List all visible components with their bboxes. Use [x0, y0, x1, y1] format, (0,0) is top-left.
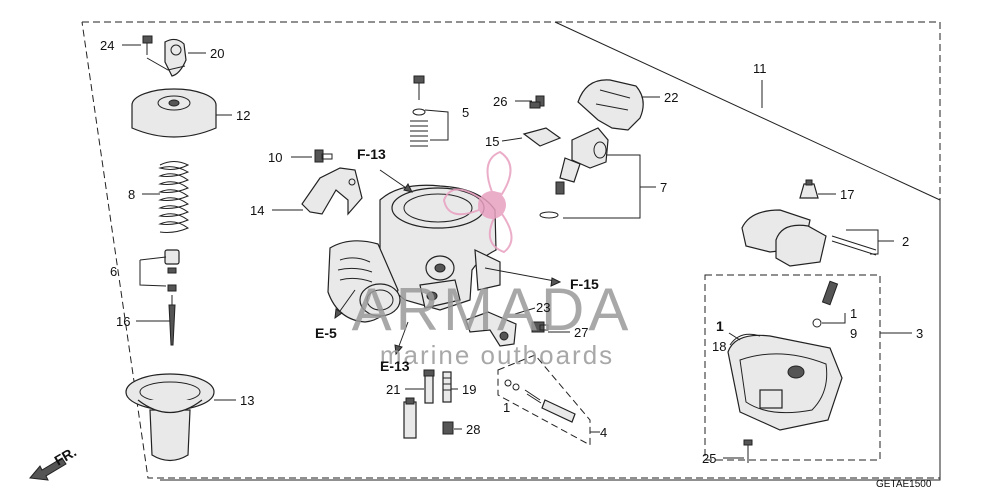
label-1-drain: 1	[850, 306, 857, 321]
watermark-tagline: marine outboards	[380, 340, 614, 370]
label-19: 19	[462, 382, 476, 397]
label-3: 3	[916, 326, 923, 341]
label-15: 15	[485, 134, 499, 149]
label-26: 26	[493, 94, 507, 109]
label-22: 22	[664, 90, 678, 105]
diagram-code: GETAE1500	[876, 479, 932, 490]
lever-23	[465, 311, 517, 347]
watermark: ARMADA marine outboards	[352, 150, 633, 370]
gasket-15	[522, 127, 562, 147]
label-8: 8	[128, 187, 135, 202]
label-27: 27	[574, 325, 588, 340]
clip-set-6	[164, 249, 180, 292]
screw-27	[531, 321, 549, 333]
assembly-frame	[81, 21, 941, 479]
valve-17	[799, 179, 819, 199]
label-17: 17	[840, 187, 854, 202]
label-1-chamber: 1	[716, 318, 724, 334]
label-13: 13	[240, 393, 254, 408]
label-18: 18	[712, 339, 726, 354]
pilot-screw-set-4	[504, 379, 576, 423]
emulsion-tube	[403, 397, 417, 439]
label-9: 9	[850, 326, 857, 341]
label-10: 10	[268, 150, 282, 165]
label-6: 6	[110, 264, 117, 279]
label-12: 12	[236, 108, 250, 123]
jet-21	[423, 369, 435, 404]
front-direction-arrow	[29, 457, 67, 481]
label-5: 5	[462, 105, 469, 120]
clip-20	[164, 38, 187, 77]
label-20: 20	[210, 46, 224, 61]
float-2	[741, 209, 877, 267]
label-7: 7	[660, 180, 667, 195]
jet-needle-16	[168, 295, 176, 346]
label-23: 23	[536, 300, 550, 315]
screw-26	[529, 95, 545, 109]
screw-set-5	[410, 75, 428, 147]
carburetor-body	[327, 184, 501, 323]
float-chamber-group	[704, 274, 881, 461]
watermark-brand: ARMADA	[352, 276, 633, 343]
diaphragm-piston-13	[125, 373, 215, 462]
ref-e13: E-13	[380, 358, 410, 374]
label-14: 14	[250, 203, 264, 218]
ref-e5: E-5	[315, 325, 337, 341]
propeller-logo	[442, 150, 513, 254]
label-4: 4	[600, 425, 607, 440]
top-cap-12	[131, 88, 217, 138]
starter-valve-7	[539, 127, 609, 219]
screw-25	[743, 439, 753, 463]
ref-f13: F-13	[357, 146, 386, 162]
assembly-11-boundary	[160, 21, 941, 481]
spring-8	[158, 161, 190, 233]
screw-10	[314, 149, 333, 163]
jet-19	[442, 371, 452, 403]
bracket-14	[301, 167, 363, 216]
label-16: 16	[116, 314, 130, 329]
screw-24	[142, 35, 153, 55]
label-11: 11	[753, 61, 767, 76]
label-1-jet: 1	[503, 400, 510, 415]
plug-28	[442, 421, 454, 435]
drain-screw-9	[812, 280, 839, 328]
ref-f15: F-15	[570, 276, 599, 292]
cover-22	[577, 79, 644, 131]
float-chamber-18	[727, 333, 843, 431]
label-25: 25	[702, 451, 716, 466]
label-28: 28	[466, 422, 480, 437]
label-24: 24	[100, 38, 114, 53]
label-2: 2	[902, 234, 909, 249]
label-21: 21	[386, 382, 400, 397]
